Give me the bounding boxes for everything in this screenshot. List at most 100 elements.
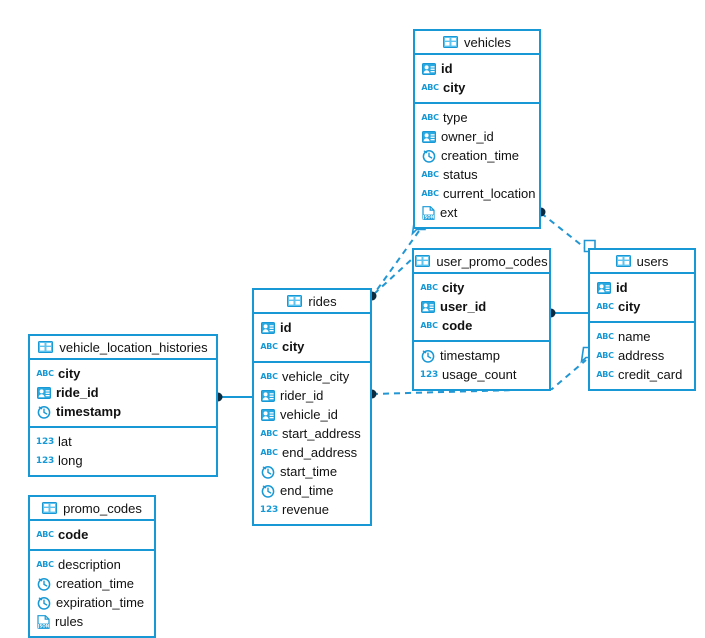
table-header-vehicle_location_histories[interactable]: vehicle_location_histories [30,336,216,360]
clock-timestamp-type-icon [422,149,436,163]
table-grid-icon [38,341,54,353]
id-badge-type-icon [422,130,436,143]
column-name: name [618,329,651,344]
table-grid-icon [42,502,58,514]
clock-timestamp-type-icon [37,577,51,591]
clock-timestamp-type-icon [421,349,435,363]
table-title: promo_codes [63,500,142,516]
table-header-user_promo_codes[interactable]: user_promo_codes [414,250,549,274]
column-name: timestamp [440,348,500,363]
table-header-promo_codes[interactable]: promo_codes [30,497,154,521]
abc-string-type-icon: ABC [420,320,438,330]
column-row-user_id[interactable]: user_id [414,297,549,316]
column-name: id [280,320,292,335]
column-name: revenue [282,502,329,517]
column-name: code [442,318,473,333]
abc-string-type-icon: ABC [260,341,278,351]
column-row-id[interactable]: id [415,59,539,78]
column-name: lat [58,434,72,449]
table-title: vehicles [464,34,511,50]
column-row-timestamp[interactable]: timestamp [414,346,549,365]
column-name: current_location [443,186,536,201]
column-name: address [618,348,665,363]
id-badge-type-icon [261,389,275,402]
id-badge-type-icon [422,62,436,75]
column-row-owner_id[interactable]: owner_id [415,127,539,146]
column-name: vehicle_id [280,407,338,422]
edge-vehicle-location-histories-to-rides[interactable] [213,392,253,402]
abc-string-type-icon: ABC [260,428,278,438]
column-name: creation_time [441,148,520,163]
table-title: vehicle_location_histories [59,339,208,355]
column-row-code[interactable]: ABC code [414,316,549,335]
column-row-start_time[interactable]: start_time [254,462,370,481]
table-header-rides[interactable]: rides [254,290,370,314]
edge-vehicles-to-users[interactable] [536,207,596,253]
column-row-expiration_time[interactable]: expiration_time [30,593,154,612]
abc-string-type-icon: ABC [421,169,439,179]
column-name: end_address [282,445,358,460]
column-name: ride_id [56,385,99,400]
clock-timestamp-type-icon [261,484,275,498]
column-row-status[interactable]: ABC status [415,165,539,184]
json-document-type-icon: JSON [422,205,435,220]
column-row-vehicle_id[interactable]: vehicle_id [254,405,370,424]
column-row-timestamp[interactable]: timestamp [30,402,216,421]
table-title: rides [308,293,337,309]
column-name: status [443,167,478,182]
column-name: start_time [280,464,338,479]
clock-timestamp-type-icon [37,405,51,419]
column-row-ride_id[interactable]: ride_id [30,383,216,402]
table-grid-icon [287,295,303,307]
table-header-vehicles[interactable]: vehicles [415,31,539,55]
edge-user-promo-codes-to-users[interactable] [546,308,590,318]
column-row-id[interactable]: id [590,278,694,297]
column-row-id[interactable]: id [254,318,370,337]
table-header-users[interactable]: users [590,250,694,274]
edge-rides-to-user-promo-codes[interactable] [367,258,413,301]
column-row-creation_time[interactable]: creation_time [415,146,539,165]
abc-string-type-icon: ABC [421,82,439,92]
column-name: rider_id [280,388,324,403]
column-row-creation_time[interactable]: creation_time [30,574,154,593]
column-row-end_time[interactable]: end_time [254,481,370,500]
column-row-rider_id[interactable]: rider_id [254,386,370,405]
abc-string-type-icon: ABC [260,371,278,381]
